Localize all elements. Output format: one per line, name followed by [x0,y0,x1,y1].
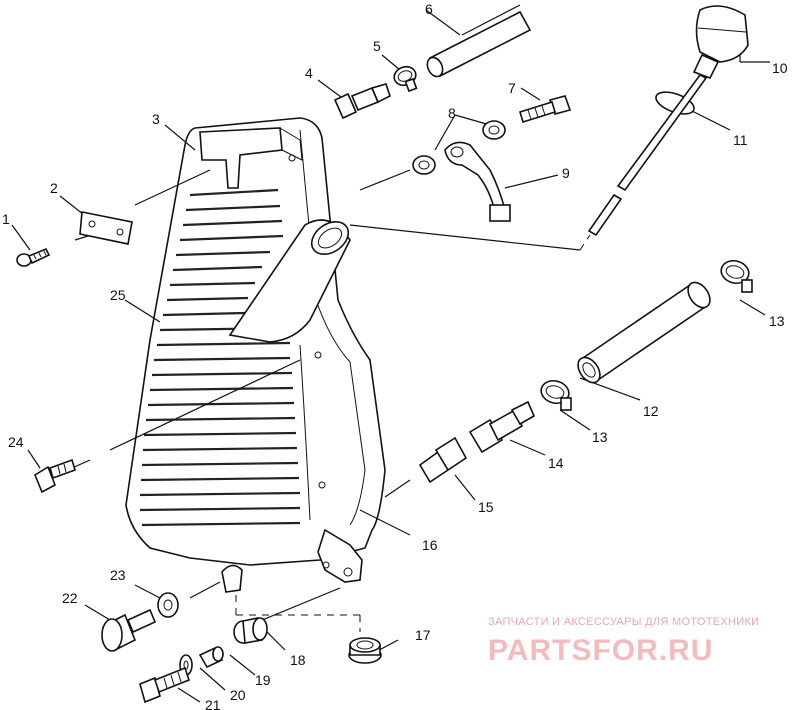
part-number-label: 11 [733,132,748,148]
elbow-fitting [418,436,468,484]
hose [426,10,532,78]
dipstick-cap [692,5,749,80]
dipstick-rod [587,73,708,237]
part-number-label: 4 [305,65,313,81]
part-number-label: 13 [592,429,608,445]
fitting [333,83,391,120]
part-number-label: 19 [255,672,271,688]
part-number-label: 20 [230,687,246,703]
part-number-label: 6 [425,1,433,17]
washer [157,592,179,618]
hose-barb-fitting [468,400,536,454]
part-number-label: 9 [562,165,570,181]
bolt [139,666,190,704]
watermark-tagline: ЗАПЧАСТИ И АКСЕССУАРЫ ДЛЯ МОТОТЕХНИКИ [488,616,759,628]
bolt [519,95,572,124]
bushing [233,617,268,644]
part-number-label: 2 [50,180,58,196]
bolt [101,608,157,652]
part-number-label: 13 [769,313,785,329]
screw [16,247,51,267]
plate [79,211,133,245]
washer [412,120,506,175]
part-number-label: 16 [422,537,438,553]
grommet [348,637,382,664]
banjo-fitting [444,141,511,222]
part-number-label: 15 [478,499,494,515]
part-number-label: 21 [205,697,221,710]
part-number-label: 22 [62,590,78,606]
part-number-label: 23 [110,567,126,583]
part-number-label: 14 [548,455,564,471]
part-number-label: 24 [8,434,24,450]
leader-lines [11,4,770,703]
part-number-label: 5 [373,38,381,54]
part-number-label: 7 [508,80,516,96]
filler-neck [228,219,351,343]
hose [577,281,711,384]
part-number-label: 18 [290,652,306,668]
watermark-logo: PARTSFOR.RU [488,634,713,667]
part-number-label: 1 [2,211,10,227]
hose-clamp [540,379,572,411]
part-number-label: 25 [110,287,126,303]
hose-clamp [720,259,753,293]
part-number-label: 3 [152,111,160,127]
part-number-label: 12 [643,403,659,419]
part-number-label: 17 [415,627,431,643]
bolt [34,458,76,494]
hose-clamp [393,65,418,93]
watermark: ЗАПЧАСТИ И АКСЕССУАРЫ ДЛЯ МОТОТЕХНИКИ PA… [488,616,759,667]
spacer [198,646,224,669]
part-number-label: 10 [772,60,788,76]
part-number-label: 8 [448,105,456,121]
oil-tank [125,117,386,593]
